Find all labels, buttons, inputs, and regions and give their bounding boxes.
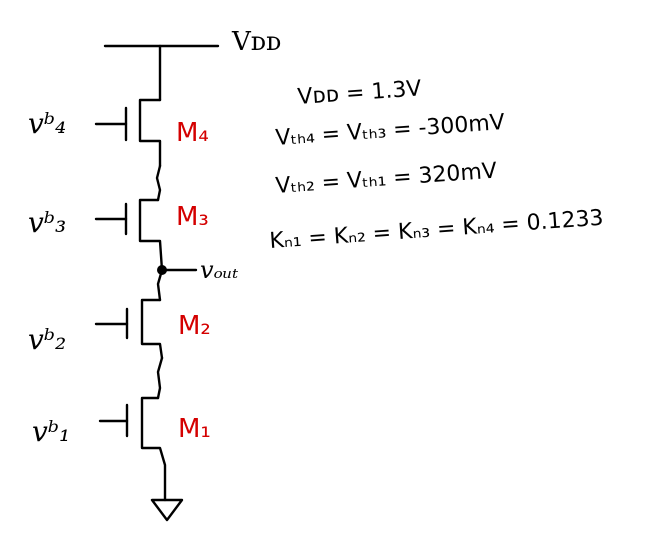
wire-m4-m3 xyxy=(155,164,162,202)
vdd-label: Vᴅᴅ xyxy=(231,27,281,57)
m3-gate-label: vᵇ₃ xyxy=(28,206,66,239)
output-label: vₒᵤₜ xyxy=(200,256,238,284)
m1-name-label: M₁ xyxy=(178,414,211,444)
m2-gate-label: vᵇ₂ xyxy=(28,323,66,356)
equation-vdd: Vᴅᴅ = 1.3V xyxy=(297,76,423,110)
m1-gate-label: vᵇ₁ xyxy=(32,415,70,448)
m2-channel xyxy=(140,298,164,360)
equation-vth-pmos: Vₜₕ₄ = Vₜₕ₃ = -300mV xyxy=(275,110,506,151)
m4-name-label: M₄ xyxy=(176,118,209,148)
wire-m2-m1 xyxy=(156,356,164,400)
m1-channel xyxy=(140,396,167,502)
m4-channel xyxy=(138,98,162,168)
parameter-equations: Vᴅᴅ = 1.3V Vₜₕ₄ = Vₜₕ₃ = -300mV Vₜₕ₂ = V… xyxy=(269,76,605,254)
m2-name-label: M₂ xyxy=(178,311,211,341)
equation-kn: Kₙ₁ = Kₙ₂ = Kₙ₃ = Kₙ₄ = 0.1233 xyxy=(269,206,605,254)
wire-out-m2 xyxy=(156,268,164,302)
m3-channel xyxy=(138,198,164,272)
m3-name-label: M₃ xyxy=(176,202,209,232)
m4-gate-label: vᵇ₄ xyxy=(28,107,66,140)
transistor-m4: vᵇ₄ M₄ xyxy=(28,98,209,168)
transistor-m3: vᵇ₃ M₃ xyxy=(28,198,209,272)
transistor-m1: vᵇ₁ M₁ xyxy=(32,396,211,502)
equation-vth-nmos: Vₜₕ₂ = Vₜₕ₁ = 320mV xyxy=(275,159,498,199)
transistor-m2: vᵇ₂ M₂ xyxy=(28,298,211,360)
ground-icon xyxy=(150,498,184,522)
